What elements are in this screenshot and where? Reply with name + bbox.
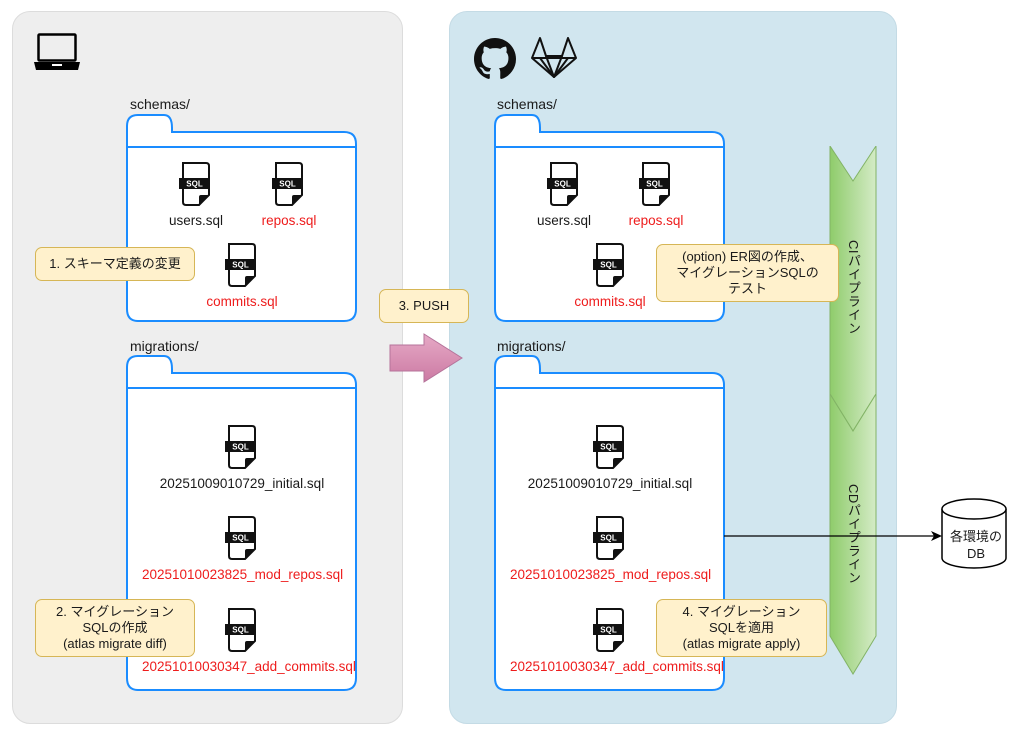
svg-text:SQL: SQL bbox=[279, 180, 296, 189]
svg-text:SQL: SQL bbox=[600, 443, 617, 452]
pipeline-chevrons bbox=[829, 146, 877, 675]
note-text: (atlas migrate diff) bbox=[63, 636, 167, 651]
sql-file-icon: SQL bbox=[547, 161, 581, 207]
svg-text:SQL: SQL bbox=[232, 626, 249, 635]
file-name: 20251010030347_add_commits.sql bbox=[142, 659, 356, 674]
file-item[interactable]: SQL 20251009010729_initial.sql bbox=[510, 424, 710, 491]
file-item[interactable]: SQL repos.sql bbox=[556, 161, 756, 228]
github-icon bbox=[474, 38, 516, 79]
svg-text:SQL: SQL bbox=[600, 534, 617, 543]
database-label-line: DB bbox=[966, 546, 986, 561]
database-label-line: 各環境の bbox=[949, 529, 1002, 544]
file-item[interactable]: SQL 20251010023825_mod_repos.sql bbox=[142, 515, 344, 582]
step4-note: 4. マイグレーション SQLを適用 (atlas migrate apply) bbox=[656, 599, 827, 657]
ci-test-note: (option) ER図の作成、 マイグレーションSQLの テスト bbox=[656, 244, 839, 302]
remote-schemas-label: schemas/ bbox=[497, 96, 557, 112]
note-text: テスト bbox=[727, 281, 767, 296]
file-item[interactable]: SQL users.sql bbox=[464, 161, 664, 228]
file-name: repos.sql bbox=[261, 213, 317, 228]
file-item[interactable]: SQL commits.sql bbox=[142, 242, 342, 309]
database-label: 各環境の DB bbox=[944, 528, 1008, 562]
sql-file-glyph: SQL bbox=[225, 425, 256, 469]
svg-text:SQL: SQL bbox=[232, 443, 249, 452]
database-icon[interactable] bbox=[940, 498, 1010, 572]
sql-file-icon: SQL bbox=[225, 424, 259, 470]
sql-file-icon: SQL bbox=[639, 161, 673, 207]
sql-file-icon: SQL bbox=[179, 161, 213, 207]
note-text: (atlas migrate apply) bbox=[682, 636, 801, 651]
file-name: 20251010023825_mod_repos.sql bbox=[510, 567, 712, 582]
sql-file-icon: SQL bbox=[225, 607, 259, 653]
note-text: マイグレーションSQLの bbox=[676, 265, 819, 280]
file-name: commits.sql bbox=[574, 294, 646, 309]
apply-connector bbox=[724, 531, 942, 541]
file-name: 20251009010729_initial.sql bbox=[159, 476, 325, 491]
push-note: 3. PUSH bbox=[379, 289, 469, 323]
svg-text:SQL: SQL bbox=[600, 626, 617, 635]
sql-file-icon: SQL bbox=[225, 515, 259, 561]
file-item[interactable]: SQL commits.sql bbox=[510, 242, 710, 309]
cd-pipeline-shape bbox=[829, 392, 877, 675]
cd-pipeline-label: CDパイプライン bbox=[846, 484, 861, 585]
sql-file-glyph: SQL bbox=[593, 425, 624, 469]
svg-text:SQL: SQL bbox=[186, 180, 203, 189]
svg-text:SQL: SQL bbox=[232, 261, 249, 270]
remote-migrations-label: migrations/ bbox=[497, 338, 566, 354]
ci-pipeline-label: CIパイプライン bbox=[846, 240, 861, 335]
local-migrations-label: migrations/ bbox=[130, 338, 199, 354]
svg-text:SQL: SQL bbox=[232, 534, 249, 543]
file-name: users.sql bbox=[536, 213, 592, 228]
note-text: SQLを適用 bbox=[708, 620, 774, 635]
file-name: repos.sql bbox=[628, 213, 684, 228]
laptop-icon bbox=[34, 33, 80, 70]
sql-file-glyph: SQL bbox=[593, 516, 624, 560]
svg-text:SQL: SQL bbox=[554, 180, 571, 189]
sql-file-glyph: SQL bbox=[225, 608, 256, 652]
local-schemas-label: schemas/ bbox=[130, 96, 190, 112]
file-item[interactable]: SQL repos.sql bbox=[189, 161, 389, 228]
file-name: 20251010030347_add_commits.sql bbox=[510, 659, 724, 674]
file-name: 20251009010729_initial.sql bbox=[527, 476, 693, 491]
note-text: (option) ER図の作成、 bbox=[682, 249, 813, 264]
file-name: users.sql bbox=[168, 213, 224, 228]
sql-file-icon: SQL bbox=[593, 242, 627, 288]
sql-file-glyph: SQL bbox=[593, 243, 624, 287]
file-item[interactable]: SQL 20251009010729_initial.sql bbox=[142, 424, 342, 491]
sql-file-glyph: SQL bbox=[179, 162, 210, 206]
file-item[interactable]: SQL users.sql bbox=[96, 161, 296, 228]
sql-file-glyph: SQL bbox=[547, 162, 578, 206]
gitlab-icon bbox=[531, 37, 577, 78]
sql-file-icon: SQL bbox=[272, 161, 306, 207]
sql-file-icon: SQL bbox=[593, 515, 627, 561]
sql-file-icon: SQL bbox=[593, 607, 627, 653]
sql-file-icon: SQL bbox=[225, 242, 259, 288]
sql-file-glyph: SQL bbox=[225, 516, 256, 560]
note-text: SQLの作成 bbox=[82, 620, 148, 635]
file-name: commits.sql bbox=[206, 294, 278, 309]
svg-text:SQL: SQL bbox=[600, 261, 617, 270]
file-item[interactable]: SQL 20251010023825_mod_repos.sql bbox=[510, 515, 712, 582]
note-text: 2. マイグレーション bbox=[56, 604, 174, 619]
sql-file-glyph: SQL bbox=[225, 243, 256, 287]
push-arrow-icon bbox=[389, 333, 463, 383]
file-name: 20251010023825_mod_repos.sql bbox=[142, 567, 344, 582]
file-item[interactable]: SQL 20251010030347_add_commits.sql bbox=[510, 607, 724, 674]
sql-file-glyph: SQL bbox=[272, 162, 303, 206]
file-item[interactable]: SQL 20251010030347_add_commits.sql bbox=[142, 607, 356, 674]
step1-note: 1. スキーマ定義の変更 bbox=[35, 247, 195, 281]
sql-file-icon: SQL bbox=[593, 424, 627, 470]
svg-text:SQL: SQL bbox=[646, 180, 663, 189]
note-text: 3. PUSH bbox=[398, 298, 450, 313]
step2-note: 2. マイグレーション SQLの作成 (atlas migrate diff) bbox=[35, 599, 195, 657]
sql-file-glyph: SQL bbox=[593, 608, 624, 652]
note-text: 4. マイグレーション bbox=[682, 604, 801, 619]
sql-file-glyph: SQL bbox=[639, 162, 670, 206]
note-text: 1. スキーマ定義の変更 bbox=[49, 256, 181, 271]
